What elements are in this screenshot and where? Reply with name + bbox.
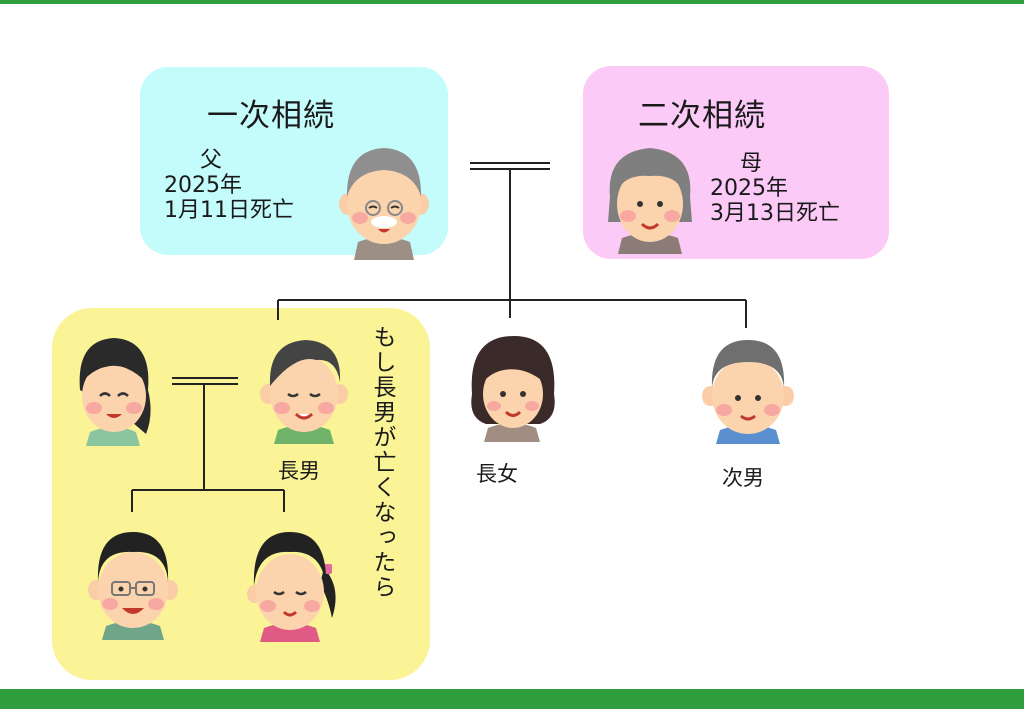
mother-year: 2025年 [710, 176, 788, 201]
father-role: 父 [200, 148, 223, 173]
grandson-face-icon [88, 532, 178, 640]
mother-info: 母 2025年 3月13日死亡 [710, 151, 840, 226]
eldest-son-face-icon [260, 340, 348, 444]
father-death-date: 1月11日死亡 [164, 198, 294, 223]
father-year: 2025年 [164, 173, 242, 198]
scenario-caption: もし長男が亡くなったら [369, 325, 395, 600]
top-accent-bar [0, 0, 1024, 4]
mother-role: 母 [740, 151, 763, 176]
secondary-inheritance-title: 二次相続 [638, 98, 766, 134]
eldest-son-label: 長男 [278, 459, 320, 483]
father-info: 父 2025年 1月11日死亡 [164, 148, 294, 223]
daughter-face-icon [471, 336, 555, 442]
eldest-daughter-label: 長女 [476, 462, 518, 486]
second-son-label: 次男 [722, 466, 764, 490]
mother-death-date: 3月13日死亡 [710, 201, 840, 226]
second-son-face-icon [702, 340, 794, 444]
grandfather-face-icon [339, 148, 429, 260]
primary-inheritance-title: 一次相続 [207, 98, 335, 134]
granddaughter-face-icon [247, 532, 336, 642]
wife-face-icon [79, 338, 151, 446]
bottom-accent-bar [0, 689, 1024, 709]
grandmother-face-icon [608, 148, 692, 254]
